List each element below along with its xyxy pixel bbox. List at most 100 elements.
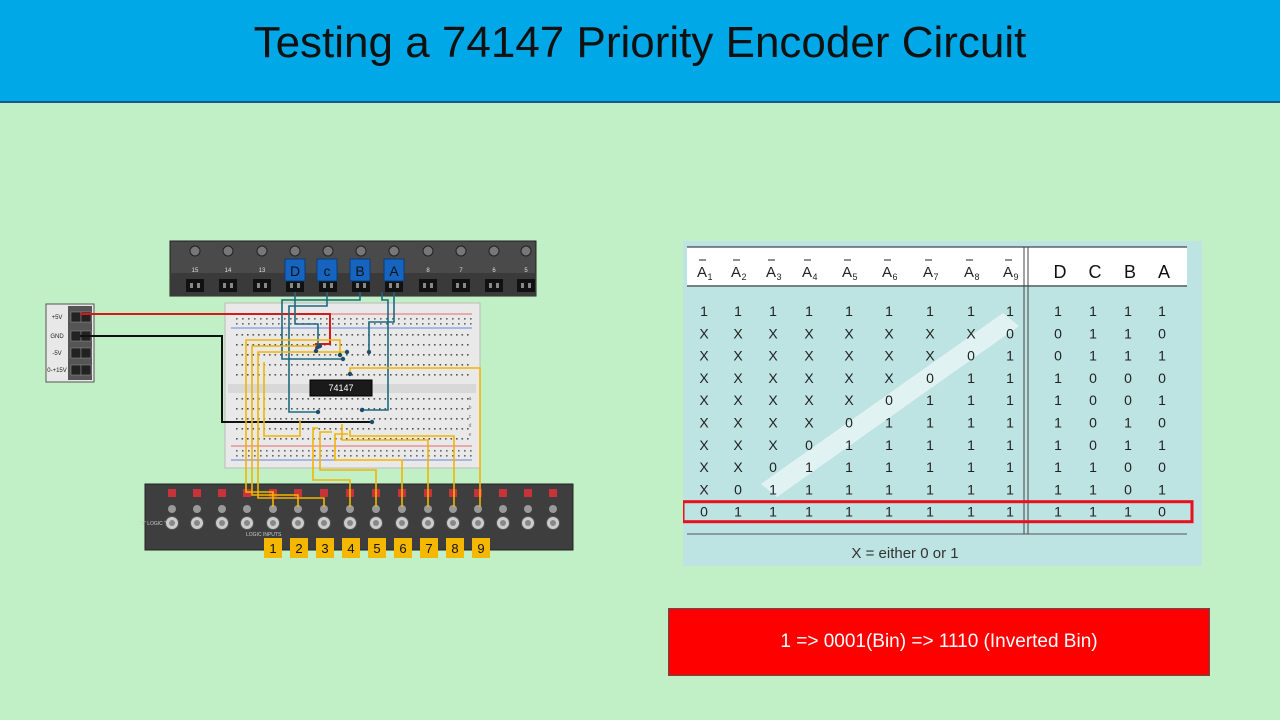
hole (374, 455, 376, 457)
hole (467, 364, 469, 366)
hole (274, 418, 277, 420)
hole (308, 450, 310, 452)
header-letter: A (842, 264, 852, 281)
hole (379, 364, 381, 366)
hole (285, 374, 288, 376)
wire-endpoint (359, 407, 365, 413)
hole (439, 398, 442, 400)
breadboard-holes (236, 318, 472, 457)
hole (417, 334, 420, 336)
hole (274, 438, 277, 440)
hole (461, 418, 464, 420)
output-cell: 1 (1124, 415, 1132, 431)
switch-stem (243, 505, 251, 513)
switch-stem (424, 505, 432, 513)
hole (314, 450, 316, 452)
switch-led (549, 489, 557, 497)
panel-left-caption: "0" LOGIC "1" (140, 521, 171, 527)
wire-endpoint (344, 349, 350, 355)
hole (398, 450, 400, 452)
hole (313, 364, 315, 366)
hole (248, 455, 250, 457)
hole (439, 334, 442, 336)
hole (356, 323, 358, 325)
output-cell: 1 (1089, 504, 1097, 520)
hole (467, 374, 469, 376)
hole (285, 398, 288, 400)
output-indicator-c (316, 258, 338, 282)
input-cell: X (768, 415, 778, 431)
connector-pin (423, 283, 426, 288)
output-header-b: B (1124, 262, 1136, 282)
hole (326, 318, 328, 320)
header-subscript: 2 (741, 272, 746, 282)
hole (384, 374, 387, 376)
switch-label-text: 3 (321, 541, 328, 556)
switch-led (193, 489, 201, 497)
hole (404, 455, 406, 457)
hole (379, 418, 381, 420)
hole (404, 450, 406, 452)
hole (379, 398, 381, 400)
connector-pin (223, 283, 226, 288)
hole (450, 354, 453, 356)
hole (390, 334, 392, 336)
switch-label-2 (290, 538, 308, 558)
input-cell: X (699, 459, 709, 475)
hole (423, 428, 425, 430)
led-connector (319, 279, 337, 292)
hole (307, 374, 310, 376)
input-cell: X (966, 325, 976, 341)
wire-endpoint (315, 409, 321, 415)
hole (384, 408, 387, 410)
input-cell: 1 (885, 437, 893, 453)
hole (434, 428, 436, 430)
header-letter: A (923, 264, 933, 281)
hole (368, 364, 370, 366)
wire-output-b (281, 292, 361, 360)
hole (351, 374, 354, 376)
switch-led (294, 489, 302, 497)
input-cell: X (733, 370, 743, 386)
hole (368, 374, 370, 376)
hole (269, 364, 271, 366)
hole (401, 408, 403, 410)
header-letter: A (697, 264, 707, 281)
hole (252, 438, 255, 440)
hole (362, 323, 364, 325)
output-cell: 1 (1124, 325, 1132, 341)
hole (266, 455, 268, 457)
hole (269, 344, 271, 346)
hole (314, 455, 316, 457)
output-header-a: A (1158, 262, 1170, 282)
hole (401, 354, 403, 356)
hole (445, 354, 447, 356)
wire-input-5 (319, 431, 377, 507)
hole (236, 334, 238, 336)
hole (445, 438, 447, 440)
hole (291, 428, 293, 430)
hole (434, 450, 436, 452)
connector-pin (456, 283, 459, 288)
switch-label-text: 2 (295, 541, 302, 556)
hole (350, 450, 352, 452)
header-subscript: 8 (974, 272, 979, 282)
hole (247, 344, 249, 346)
hole (291, 408, 293, 410)
hole (384, 334, 387, 336)
hole (318, 374, 321, 376)
led (256, 245, 268, 257)
hole (236, 455, 238, 457)
hole (428, 323, 430, 325)
hole (456, 398, 458, 400)
input-cell: 0 (1006, 325, 1014, 341)
input-cell: X (699, 415, 709, 431)
connector-pin (363, 283, 366, 288)
hole (384, 418, 387, 420)
power-label: GND (50, 334, 64, 340)
input-cell: X (733, 392, 743, 408)
hole (395, 364, 398, 366)
